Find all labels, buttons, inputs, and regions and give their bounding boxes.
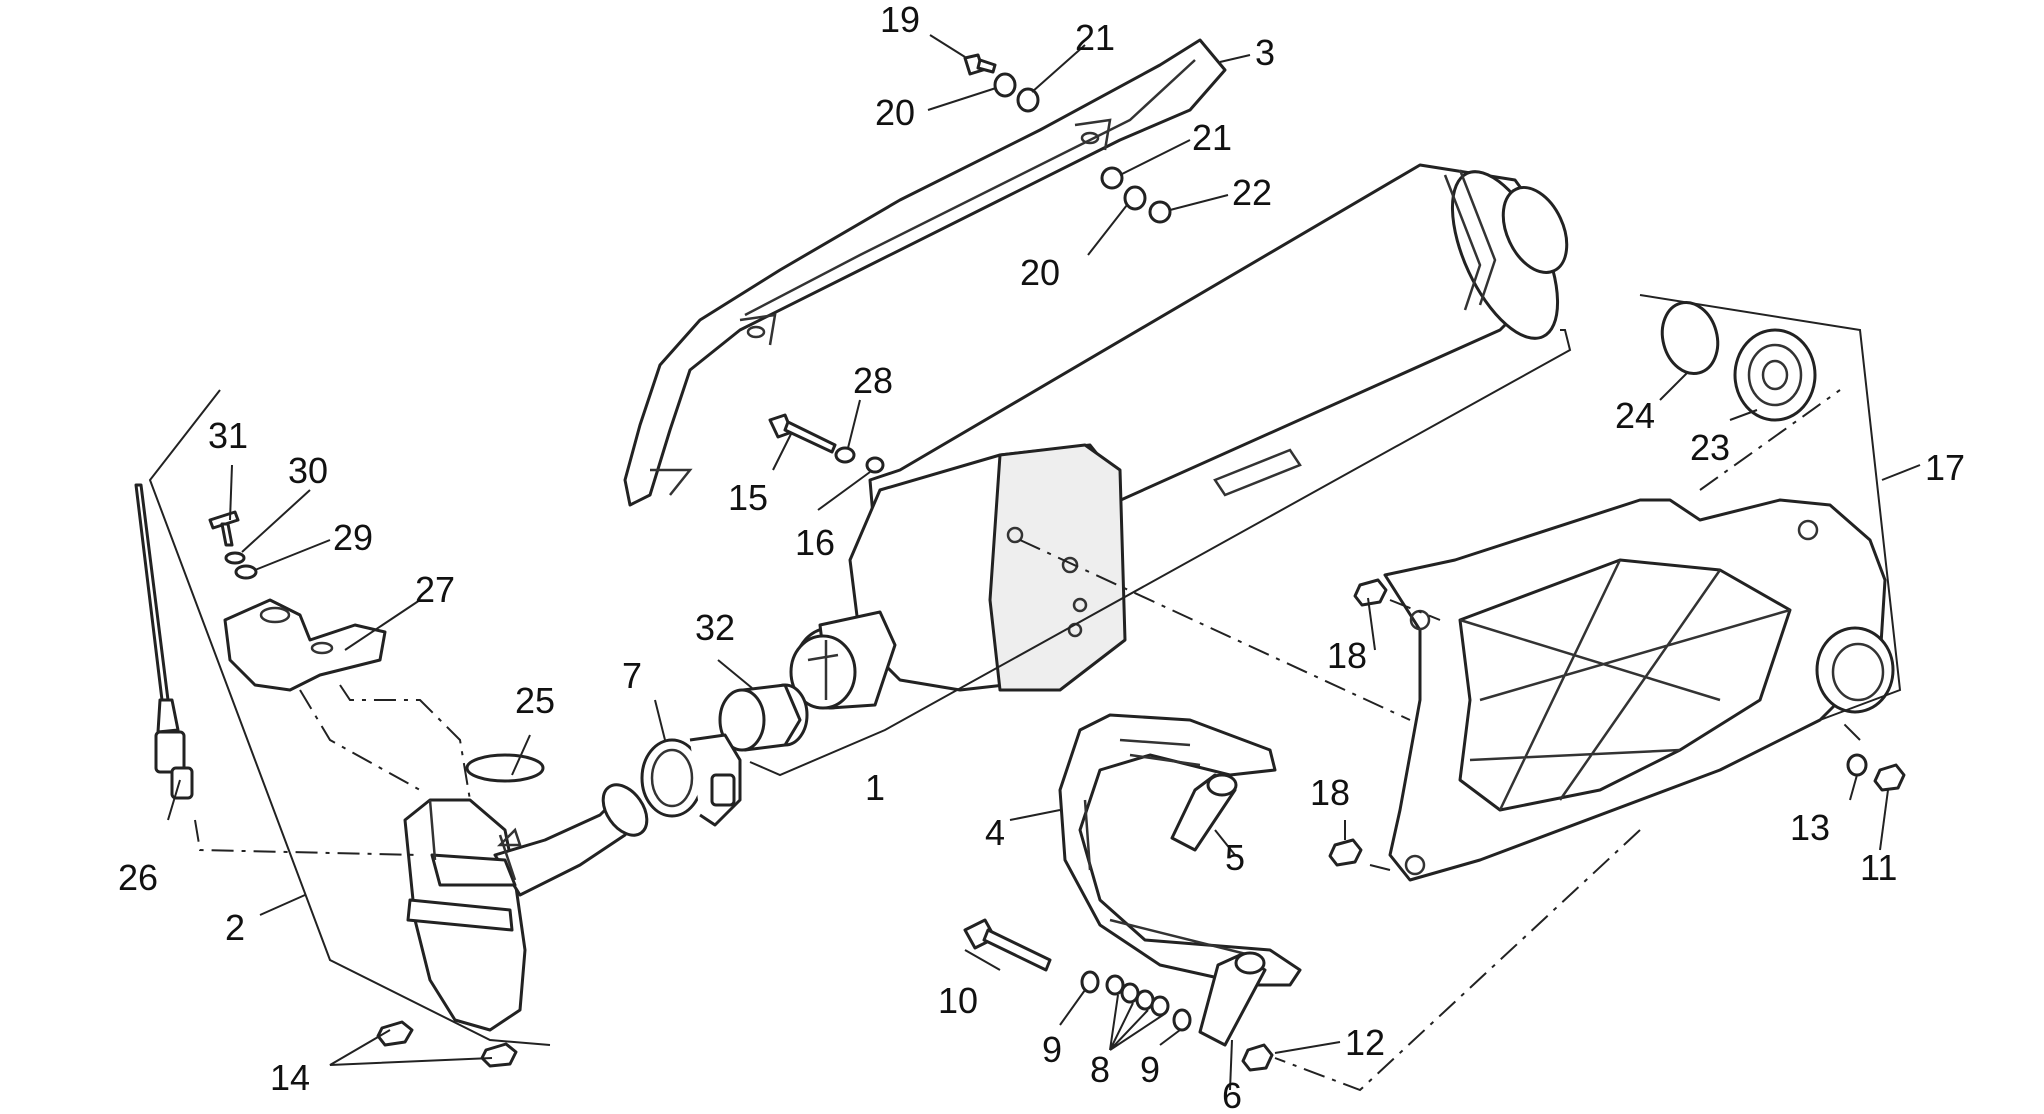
- callout-10: 10: [938, 980, 978, 1021]
- part-17-bracket: [1639, 294, 1902, 721]
- callout-26: 26: [118, 857, 158, 898]
- part-31-screw[interactable]: [208, 510, 240, 547]
- leader-lines: [167, 34, 1921, 1091]
- part-28-washer[interactable]: [834, 446, 856, 464]
- callout-14: 14: [270, 1057, 310, 1098]
- callout-7: 7: [622, 655, 642, 696]
- callout-20-mid: 20: [1020, 252, 1060, 293]
- part-9-washer-right[interactable]: [1172, 1008, 1192, 1032]
- part-27-sensor-bracket[interactable]: [223, 598, 387, 692]
- part-11-nut[interactable]: [1873, 763, 1906, 792]
- callout-13: 13: [1790, 807, 1830, 848]
- part-19-bolt[interactable]: [963, 53, 997, 76]
- part-13-washer[interactable]: [1846, 753, 1868, 777]
- part-4-strap[interactable]: [1058, 713, 1302, 987]
- part-24-circlip[interactable]: [1655, 296, 1726, 380]
- callout-27: 27: [415, 569, 455, 610]
- callout-5: 5: [1225, 837, 1245, 878]
- part-2-bracket: [148, 389, 551, 1046]
- callout-1: 1: [865, 767, 885, 808]
- callout-32: 32: [695, 607, 735, 648]
- callout-21-mid: 21: [1192, 117, 1232, 158]
- part-26-lambda-sensor[interactable]: [134, 483, 194, 800]
- callout-22: 22: [1232, 172, 1272, 213]
- callout-11: 11: [1860, 847, 1897, 888]
- part-1-bracket: [749, 329, 1572, 777]
- callout-17: 17: [1925, 447, 1965, 488]
- callout-16: 16: [795, 522, 835, 563]
- part-22-nut[interactable]: [1148, 200, 1172, 224]
- callout-18-lower: 18: [1310, 772, 1350, 813]
- part-17-swing-arm[interactable]: [1383, 498, 1895, 882]
- part-21-washer-top[interactable]: [1016, 87, 1040, 113]
- callout-18-upper: 18: [1327, 635, 1367, 676]
- callout-6: 6: [1222, 1075, 1242, 1114]
- callout-30: 30: [288, 450, 328, 491]
- part-25-gasket[interactable]: [465, 753, 545, 783]
- callout-12: 12: [1345, 1022, 1385, 1063]
- part-30-washer[interactable]: [224, 551, 246, 565]
- part-1-silencer[interactable]: [789, 157, 1579, 710]
- callout-labels: 19 21 3 20 21 22 20 28 15 16 24 23 17 31…: [118, 0, 1965, 1114]
- part-9-washer-left[interactable]: [1080, 970, 1100, 994]
- part-7-clamp[interactable]: [640, 733, 742, 827]
- part-18-nut-lower[interactable]: [1328, 838, 1363, 867]
- callout-20-top: 20: [875, 92, 915, 133]
- assembly-centerlines: [194, 389, 1861, 1092]
- callout-25: 25: [515, 680, 555, 721]
- callout-2: 2: [225, 907, 245, 948]
- part-8-washers[interactable]: [1105, 974, 1170, 1017]
- callout-3: 3: [1255, 32, 1275, 73]
- part-10-bolt[interactable]: [963, 918, 1052, 972]
- callout-21-top: 21: [1075, 17, 1115, 58]
- part-32-sleeve[interactable]: [718, 683, 809, 752]
- callout-19: 19: [880, 0, 920, 40]
- part-20-washer-mid[interactable]: [1123, 185, 1147, 211]
- callout-8: 8: [1090, 1049, 1110, 1090]
- part-12-nut[interactable]: [1241, 1043, 1274, 1072]
- part-2-manifold[interactable]: [403, 777, 656, 1032]
- part-3-heat-shield[interactable]: [623, 38, 1227, 507]
- callout-15: 15: [728, 477, 768, 518]
- part-20-washer-top[interactable]: [993, 72, 1017, 98]
- part-29-washer[interactable]: [234, 564, 258, 580]
- callout-9-right: 9: [1140, 1049, 1160, 1090]
- part-15-bolt[interactable]: [768, 413, 837, 454]
- callout-28: 28: [853, 360, 893, 401]
- part-16-washer[interactable]: [865, 456, 885, 474]
- part-5-spacer[interactable]: [1170, 773, 1238, 852]
- callout-9-left: 9: [1042, 1029, 1062, 1070]
- part-18-nut-upper[interactable]: [1353, 578, 1388, 607]
- callout-31: 31: [208, 415, 248, 456]
- callout-24: 24: [1615, 395, 1655, 436]
- part-23-bearing[interactable]: [1733, 328, 1817, 422]
- callout-23: 23: [1690, 427, 1730, 468]
- part-21-washer-mid[interactable]: [1100, 166, 1124, 190]
- part-6-spacer[interactable]: [1198, 951, 1267, 1047]
- callout-4: 4: [985, 812, 1005, 853]
- callout-29: 29: [333, 517, 373, 558]
